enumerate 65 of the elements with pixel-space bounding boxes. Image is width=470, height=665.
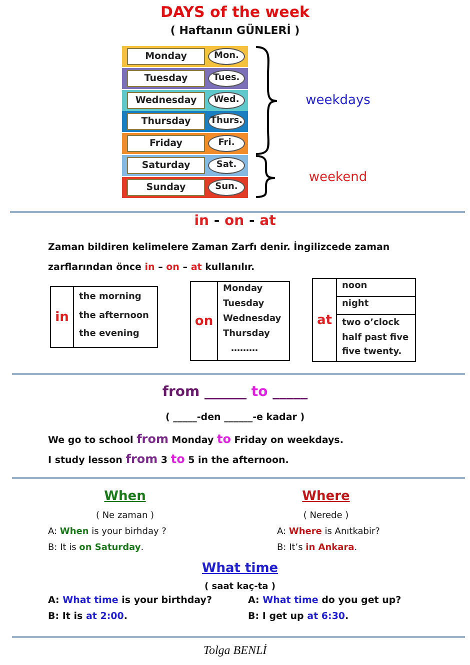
preposition: in <box>55 310 69 324</box>
day-strip <box>122 133 248 154</box>
author-name: Tolga BENLİ <box>203 643 267 658</box>
heading: from ______ to _____ <box>162 384 308 400</box>
table-text: Monday <box>223 284 263 294</box>
day-strip <box>122 46 248 67</box>
day-name: Saturday <box>127 157 205 174</box>
table-text: night <box>342 299 369 309</box>
day-abbreviation: Thurs. <box>208 113 245 130</box>
day-strip <box>122 176 248 198</box>
day-name: Sunday <box>127 178 205 196</box>
sentence: I study lesson from 3 to 5 in the afternoon. <box>48 452 289 466</box>
table-text: noon <box>342 281 368 291</box>
table-text: two o’clock <box>342 318 400 328</box>
preposition: on <box>194 314 214 328</box>
table-text: half past five <box>342 332 409 342</box>
sentence: B: It’s in Ankara. <box>277 543 358 553</box>
section-label: weekdays <box>306 93 370 108</box>
table-text: Tuesday <box>223 299 264 309</box>
day-name: Thursday <box>127 113 205 130</box>
paragraph: Zaman bildiren kelimelere Zaman Zarfı denir. İngilizcede zaman zarflarından önce in – on – at kullanılır. <box>48 240 391 275</box>
day-name: Tuesday <box>127 70 205 87</box>
sentence: A: What time do you get up? <box>248 595 402 606</box>
section-label: weekend <box>308 170 368 185</box>
day-strip <box>122 155 248 176</box>
sentence: A: When is your birhday ? <box>48 527 166 537</box>
preposition-table <box>312 278 416 362</box>
day-abbreviation: Sat. <box>208 157 245 174</box>
table-text: ……… <box>231 344 258 354</box>
title: DAYS of the week <box>160 3 310 21</box>
sentence: We go to school from Monday to Friday on weekdays. <box>48 432 344 446</box>
day-strip <box>122 90 248 111</box>
day-name: Monday <box>127 48 205 65</box>
table-text: five twenty. <box>342 347 402 357</box>
day-abbreviation: Mon. <box>208 48 245 65</box>
preposition: at <box>317 312 332 328</box>
day-abbreviation: Sun. <box>208 178 245 196</box>
heading: Where <box>302 489 350 504</box>
day-name: Wednesday <box>127 92 205 109</box>
day-strip <box>122 68 248 89</box>
table-text: Wednesday <box>223 314 282 324</box>
heading: What time <box>202 561 278 576</box>
heading: in - on - at <box>194 213 276 229</box>
sentence: A: What time is your birthday? <box>48 595 212 606</box>
day-abbreviation: Wed. <box>208 92 245 109</box>
sentence: B: I get up at 6:30. <box>248 611 349 622</box>
note: ( saat kaç-ta ) <box>204 582 276 592</box>
note: ( Nerede ) <box>303 511 349 521</box>
table-text: the afternoon <box>79 310 149 320</box>
day-strip <box>122 111 248 132</box>
note: ( _____-den ______-e kadar ) <box>165 412 305 423</box>
preposition-table <box>190 281 290 361</box>
note: ( Ne zaman ) <box>96 511 154 521</box>
subtitle: ( Haftanın GÜNLERİ ) <box>170 24 300 37</box>
day-abbreviation: Fri. <box>208 135 245 152</box>
table-text: Thursday <box>223 329 270 339</box>
sentence: B: It is at 2:00. <box>48 611 128 622</box>
table-text: the morning <box>79 292 142 302</box>
sentence: A: Where is Anıtkabir? <box>277 527 380 537</box>
table-text: the evening <box>79 329 140 339</box>
sentence: B: It is on Saturday. <box>48 543 144 553</box>
heading: When <box>104 489 146 504</box>
preposition-table <box>50 286 158 348</box>
day-name: Friday <box>127 135 205 152</box>
day-abbreviation: Tues. <box>208 70 245 87</box>
